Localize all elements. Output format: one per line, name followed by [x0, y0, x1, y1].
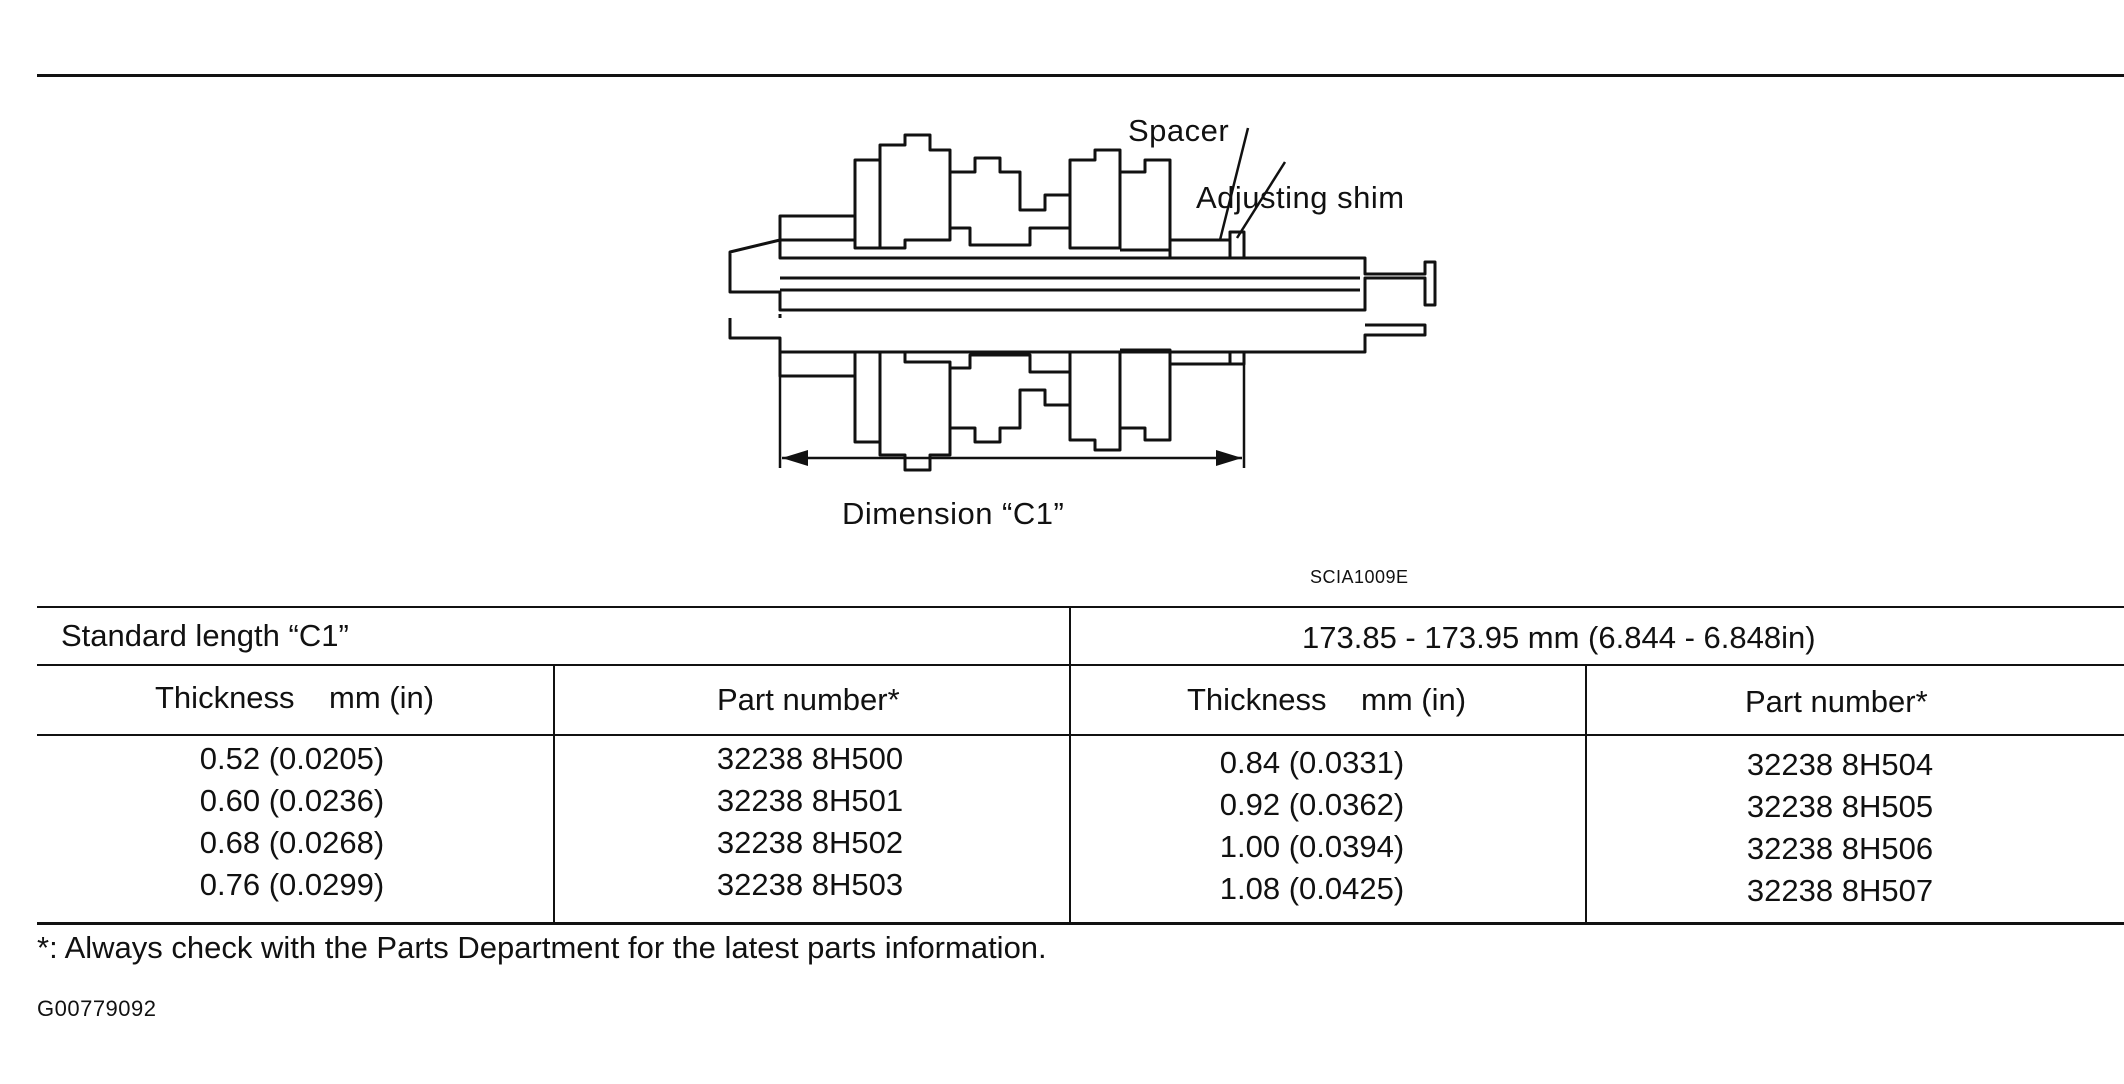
table-cell: 32238 8H507	[1746, 873, 1934, 908]
gear-3-lower	[1120, 348, 1172, 442]
shaft-illustration	[728, 127, 1437, 472]
left-hub-lower	[778, 350, 857, 378]
thickness-column-right: 0.84 (0.0331) 0.92 (0.0362) 1.00 (0.0394…	[1167, 742, 1457, 910]
standard-length-value: 173.85 - 173.95 mm (6.844 - 6.848in)	[1302, 620, 1816, 655]
spacer-part-lower	[1168, 350, 1232, 366]
table-cell: 1.00 (0.0394)	[1219, 829, 1405, 864]
spacer-leader	[1218, 127, 1250, 241]
gear-2-lower	[1068, 350, 1122, 452]
table-cell: 32238 8H501	[716, 783, 904, 818]
table-rule-top	[37, 606, 2124, 608]
dimension-arrow-left	[782, 450, 808, 466]
table-cell: 0.92 (0.0362)	[1219, 787, 1405, 822]
table-cell: 32238 8H506	[1746, 831, 1934, 866]
table-cell: 32238 8H500	[716, 741, 904, 776]
gear-1-upper	[853, 158, 882, 250]
table-rule-bottom	[37, 922, 2124, 925]
shaft-outline-lower	[728, 314, 1427, 354]
table-divider-center	[1069, 606, 1071, 922]
table-cell: 32238 8H502	[716, 825, 904, 860]
spacer-label: Spacer	[1128, 113, 1230, 148]
adjusting-shim-part-lower	[1228, 350, 1246, 366]
table-cell: 32238 8H503	[716, 867, 904, 902]
dimension-arrow-right	[1216, 450, 1242, 466]
top-rule	[37, 74, 2124, 77]
left-hub-upper	[778, 214, 857, 242]
gear-2-upper	[1068, 148, 1122, 250]
adjusting-shim-part	[1228, 230, 1246, 260]
table-rule-header	[37, 664, 2124, 666]
synchro-upper	[878, 133, 952, 250]
gear-1-lower	[853, 350, 882, 444]
shaft-bore	[780, 276, 1360, 292]
shim-leader	[1235, 161, 1287, 239]
document-id: G00779092	[37, 996, 157, 1021]
table-cell: 32238 8H505	[1746, 789, 1934, 824]
table-cell: 32238 8H504	[1746, 747, 1934, 782]
footnote: *: Always check with the Parts Departmen…	[37, 930, 1047, 965]
dimension-label: Dimension “C1”	[842, 496, 1065, 531]
adjusting-shim-label: Adjusting shim	[1196, 180, 1405, 215]
table-divider-left	[553, 666, 555, 922]
part-number-header-left: Part number*	[717, 682, 900, 717]
part-number-header-right: Part number*	[1745, 684, 1928, 719]
standard-length-label: Standard length “C1”	[61, 618, 349, 653]
table-cell: 0.76 (0.0299)	[199, 867, 385, 902]
shaft-diagram	[700, 100, 1460, 570]
inner-teeth-upper	[950, 156, 1072, 247]
table-cell: 0.84 (0.0331)	[1219, 745, 1405, 780]
table-rule-subheader	[37, 734, 2124, 736]
thickness-header-left: Thickness mm (in)	[155, 680, 435, 715]
table-divider-right	[1585, 666, 1587, 922]
table-cell: 0.60 (0.0236)	[199, 783, 385, 818]
table-cell: 0.52 (0.0205)	[199, 741, 385, 776]
table-cell: 0.68 (0.0268)	[199, 825, 385, 860]
shim-table: Standard length “C1” 173.85 - 173.95 mm …	[37, 606, 2124, 930]
gear-3-upper	[1120, 158, 1172, 252]
shaft-outline	[728, 238, 1437, 312]
part-column-left: 32238 8H500 32238 8H501 32238 8H502 3223…	[675, 738, 945, 906]
synchro-lower	[878, 350, 952, 472]
thickness-column-left: 0.52 (0.0205) 0.60 (0.0236) 0.68 (0.0268…	[147, 738, 437, 906]
table-cell: 1.08 (0.0425)	[1219, 871, 1405, 906]
figure-code: SCIA1009E	[1310, 567, 1409, 587]
spacer-part	[1168, 238, 1232, 260]
inner-teeth-lower	[950, 353, 1072, 444]
part-column-right: 32238 8H504 32238 8H505 32238 8H506 3223…	[1705, 744, 1975, 912]
thickness-header-right: Thickness mm (in)	[1187, 682, 1467, 717]
